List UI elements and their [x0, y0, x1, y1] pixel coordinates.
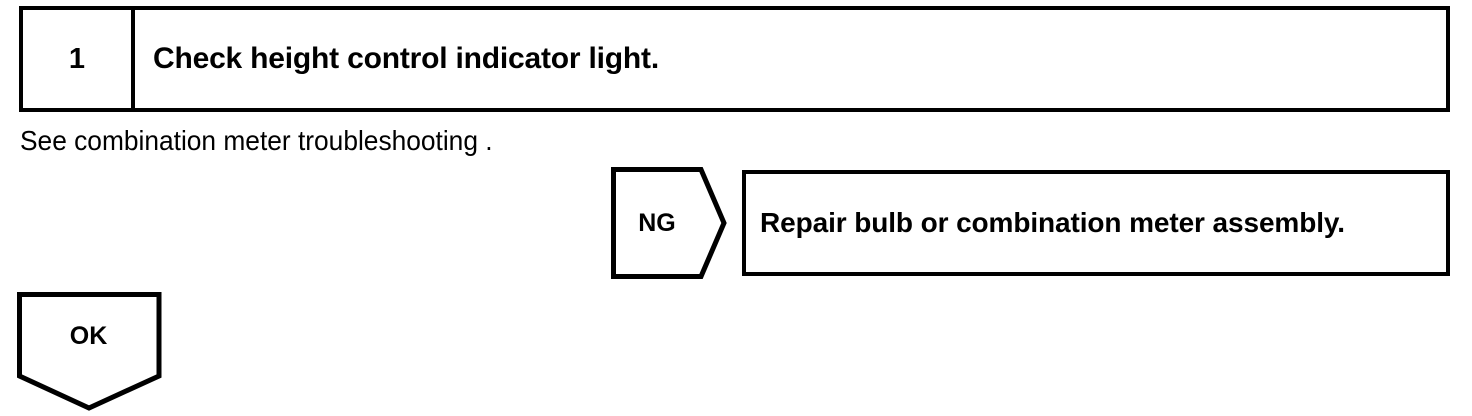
ok-arrow-shape [17, 292, 162, 412]
step-number: 1 [68, 42, 86, 75]
ok-branch-label: OK [69, 321, 108, 350]
ng-result-text: Repair bulb or combination meter assembl… [760, 207, 1345, 238]
step-number-cell: 1 [23, 10, 135, 108]
reference-note: See combination meter troubleshooting . [20, 125, 493, 156]
ng-result-box: Repair bulb or combination meter assembl… [742, 170, 1450, 276]
step-1-table: 1 Check height control indicator light. [19, 6, 1450, 112]
ng-arrow-shape [611, 167, 727, 279]
ng-branch-label: NG [638, 208, 676, 237]
step-instruction-cell: Check height control indicator light. [135, 10, 1446, 108]
step-instruction-text: Check height control indicator light. [153, 42, 659, 75]
